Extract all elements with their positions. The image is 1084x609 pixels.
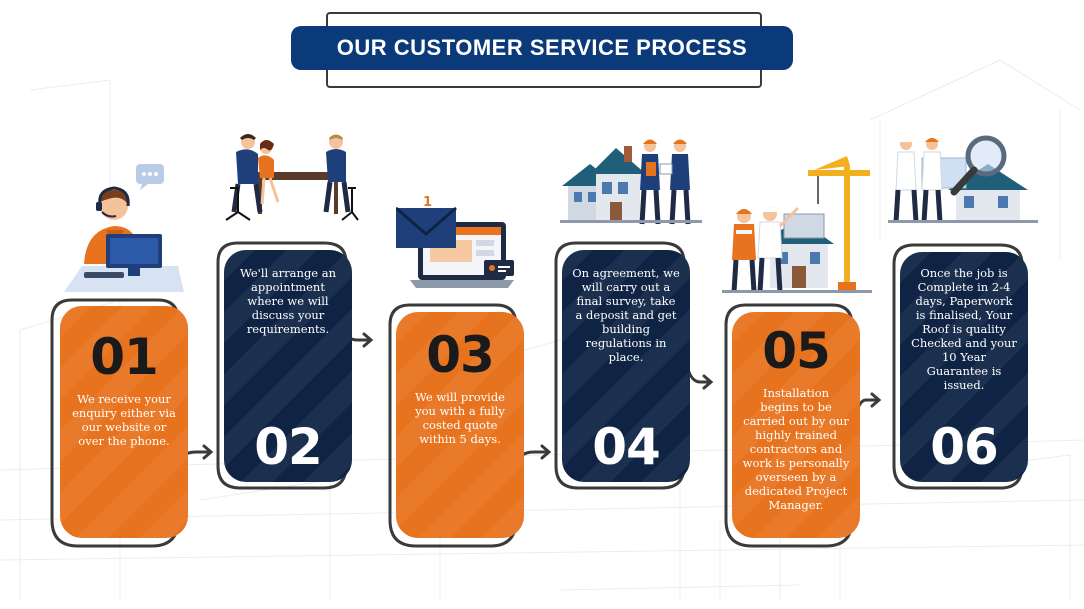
- step-card-05: 05 Installation begins to be carried out…: [732, 312, 860, 538]
- step-description: We will provide you with a fully costed …: [414, 390, 505, 446]
- step-number: 03: [426, 326, 495, 384]
- step-number: 01: [90, 328, 159, 386]
- step-description: We'll arrange an appointment where we wi…: [239, 266, 337, 336]
- step-number: 06: [930, 418, 999, 476]
- step-description: On agreement, we will carry out a final …: [572, 266, 680, 364]
- step-card-01: 01 We receive your enquiry either via ou…: [60, 306, 188, 538]
- step-number: 04: [592, 418, 661, 476]
- step-number: 05: [762, 322, 831, 380]
- step-description: Once the job is Complete in 2-4 days, Pa…: [911, 266, 1017, 392]
- call-center-agent-icon: [64, 164, 184, 292]
- step-card-04: On agreement, we will carry out a final …: [562, 250, 690, 482]
- construction-crane-icon: [722, 156, 872, 293]
- meeting-table-icon: [225, 134, 359, 221]
- step-description: We receive your enquiry either via our w…: [72, 392, 176, 448]
- step-card-06: Once the job is Complete in 2-4 days, Pa…: [900, 252, 1028, 482]
- step-card-02: We'll arrange an appointment where we wi…: [224, 250, 352, 482]
- surveyors-houses-icon: [560, 139, 702, 225]
- step-description: Installation begins to be carried out by…: [742, 386, 850, 512]
- step-card-03: 03 We will provide you with a fully cost…: [396, 312, 524, 538]
- inspection-magnifier-icon: [888, 135, 1038, 223]
- email-badge-count: 1: [423, 195, 432, 210]
- step-number: 02: [254, 418, 323, 476]
- email-laptop-icon: 1: [396, 195, 514, 288]
- page-title: OUR CUSTOMER SERVICE PROCESS: [291, 26, 793, 70]
